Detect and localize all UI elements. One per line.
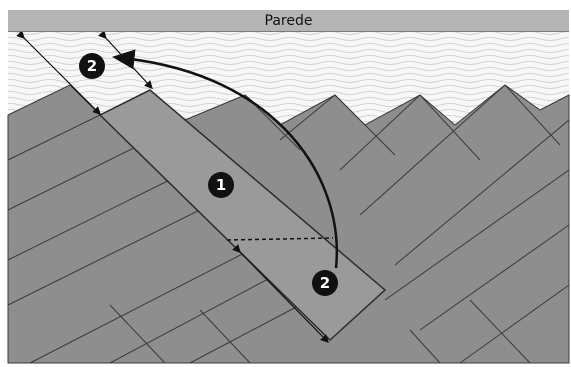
dimension-line-left	[16, 30, 101, 115]
step-1-number: 1	[215, 176, 227, 194]
step-2-bottom-number: 2	[319, 274, 331, 292]
wall-label-text: Parede	[264, 12, 313, 29]
dimension-line-bottom	[232, 244, 329, 344]
step-2-top-number: 2	[86, 57, 98, 75]
rotation-arc	[112, 49, 339, 269]
cut-line	[226, 237, 334, 241]
step-2-bottom-badge: 2	[312, 270, 338, 296]
step-1-badge: 1	[208, 172, 234, 198]
wall-label: Parede	[8, 10, 569, 32]
step-2-top-badge: 2	[79, 53, 105, 79]
